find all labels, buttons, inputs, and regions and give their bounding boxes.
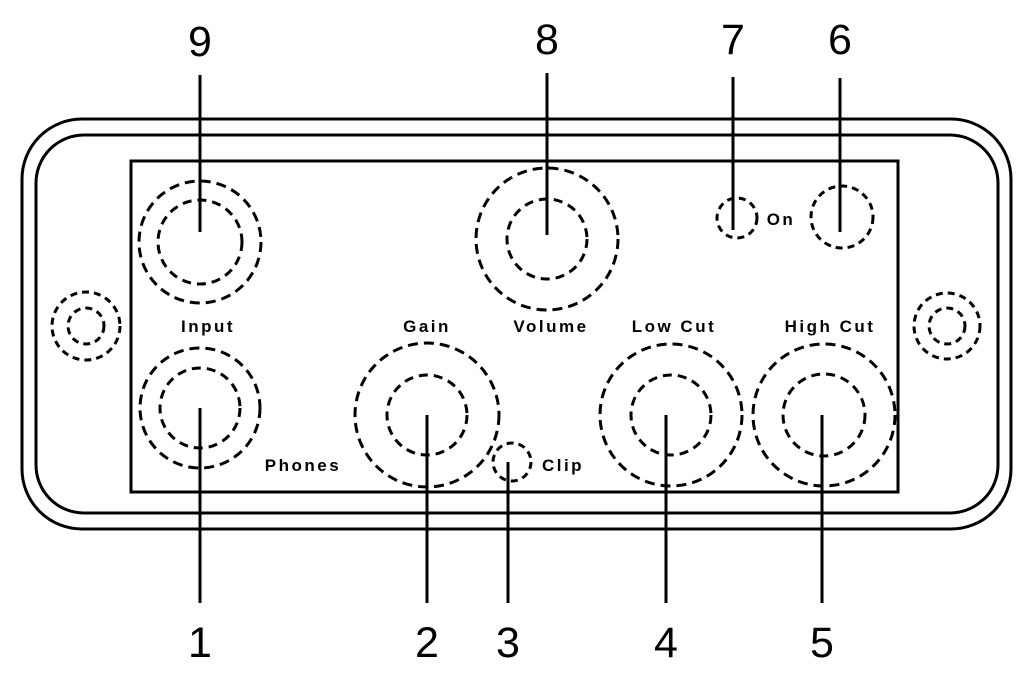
callout-number-5: 5 [810, 619, 834, 667]
device-outline-inner [34, 133, 1000, 515]
screw-hole-left-inner [66, 306, 106, 346]
label-on: On [767, 210, 796, 229]
callout-number-1: 1 [188, 619, 212, 667]
label-input: Input [181, 317, 235, 336]
low-cut-knob-inner [629, 373, 713, 457]
label-high-cut: High Cut [785, 317, 876, 336]
label-volume: Volume [513, 317, 588, 336]
label-low-cut: Low Cut [632, 317, 717, 336]
callout-number-6: 6 [828, 16, 852, 64]
label-gain: Gain [403, 317, 451, 336]
callout-number-4: 4 [654, 619, 678, 667]
power-button [809, 184, 875, 250]
input-jack-outer [137, 179, 263, 305]
volume-knob-outer [474, 166, 620, 312]
callout-number-8: 8 [535, 16, 559, 64]
front-panel [129, 159, 900, 494]
screw-hole-right-outer [912, 291, 982, 361]
low-cut-knob-outer [598, 342, 744, 488]
callout-number-3: 3 [496, 619, 520, 667]
high-cut-knob-outer [751, 342, 897, 488]
clip-led [491, 441, 533, 483]
callout-number-7: 7 [721, 16, 745, 64]
on-led [715, 196, 759, 240]
device-outline-outer [20, 117, 1013, 531]
callout-number-9: 9 [188, 18, 212, 66]
phones-jack-outer [138, 346, 262, 470]
label-phones: Phones [265, 456, 341, 475]
screw-hole-left-outer [50, 290, 122, 362]
high-cut-knob-inner [781, 372, 867, 458]
screw-hole-right-inner [927, 306, 967, 346]
label-clip: Clip [542, 456, 584, 475]
callout-number-2: 2 [415, 619, 439, 667]
